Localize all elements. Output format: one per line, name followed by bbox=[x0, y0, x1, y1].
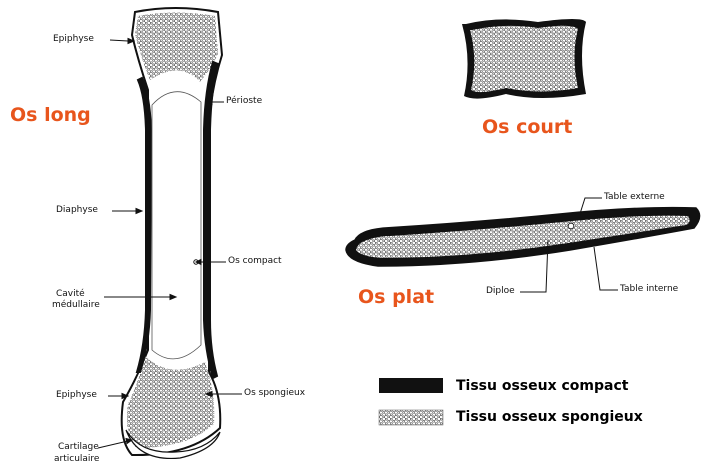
title-os-court: Os court bbox=[482, 116, 572, 138]
legend-spongy-label: Tissu osseux spongieux bbox=[456, 409, 643, 425]
legend-compact-swatch bbox=[379, 378, 443, 393]
right-compact-wall bbox=[204, 62, 218, 378]
legend-compact-label: Tissu osseux compact bbox=[456, 378, 628, 394]
left-compact-wall bbox=[137, 78, 151, 372]
legend-spongy-swatch bbox=[379, 410, 443, 425]
label-table-interne: Table interne bbox=[620, 284, 678, 295]
long-bone bbox=[122, 8, 222, 458]
short-bone bbox=[462, 19, 586, 99]
label-perioste: Périoste bbox=[226, 96, 262, 107]
label-os-compact: Os compact bbox=[228, 256, 282, 267]
label-cartilage-2: articulaire bbox=[54, 454, 99, 465]
medullary-cavity bbox=[152, 92, 201, 359]
label-diploe: Diploe bbox=[486, 286, 515, 297]
flat-bone bbox=[346, 208, 700, 266]
label-cartilage-1: Cartilage bbox=[58, 442, 99, 453]
label-epiphyse-bottom: Epiphyse bbox=[56, 390, 97, 401]
label-cavite-1: Cavité bbox=[56, 289, 85, 300]
label-epiphyse-top: Epiphyse bbox=[53, 34, 94, 45]
label-os-spongieux: Os spongieux bbox=[244, 388, 305, 399]
label-diaphyse: Diaphyse bbox=[56, 205, 98, 216]
title-os-plat: Os plat bbox=[358, 286, 434, 308]
short-bone-spongy bbox=[470, 26, 578, 92]
label-cavite-2: médullaire bbox=[52, 300, 100, 311]
title-os-long: Os long bbox=[10, 104, 91, 126]
label-table-externe: Table externe bbox=[604, 192, 665, 203]
